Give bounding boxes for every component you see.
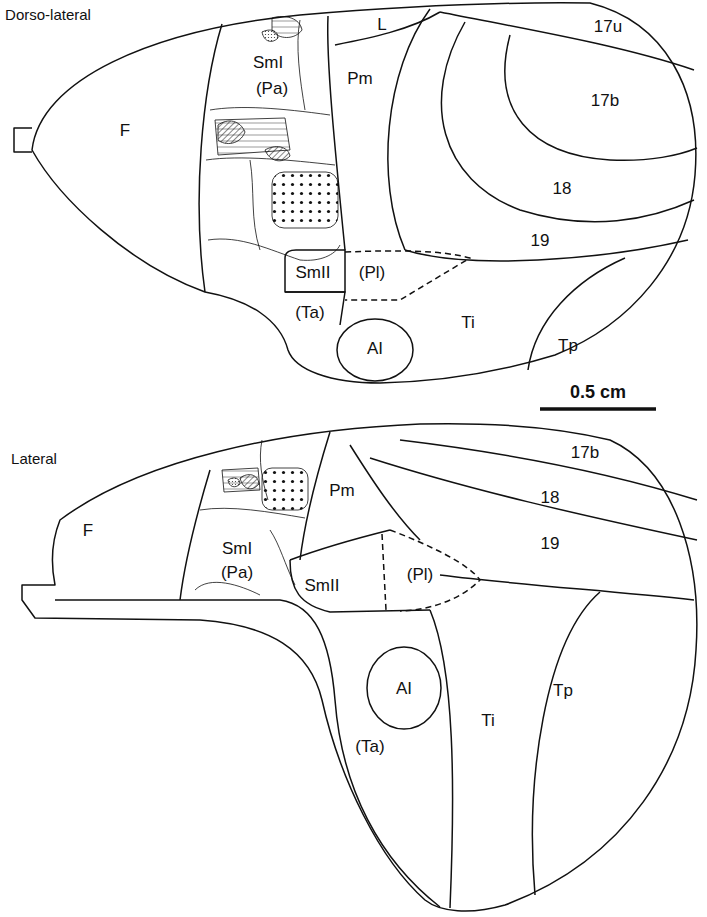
area-label: L bbox=[377, 16, 386, 33]
area-label: Ti bbox=[481, 712, 495, 729]
area-label: Tp bbox=[553, 682, 573, 699]
area-label: 19 bbox=[541, 535, 560, 552]
area-label: SmII bbox=[296, 264, 331, 281]
area-label: AI bbox=[367, 340, 383, 357]
area-label: Tp bbox=[558, 337, 578, 354]
area-label: (Ta) bbox=[295, 304, 324, 321]
view-title: Dorso-lateral bbox=[5, 7, 91, 22]
area-label: SmI bbox=[253, 54, 283, 71]
area-label: 18 bbox=[553, 180, 572, 197]
area-label: F bbox=[120, 122, 130, 139]
area-label: 17b bbox=[571, 444, 599, 461]
area-label: AI bbox=[396, 680, 412, 697]
area-label: (Pl) bbox=[359, 264, 385, 281]
area-label: F bbox=[83, 522, 93, 539]
area-label: 19 bbox=[531, 232, 550, 249]
area-label: 17u bbox=[594, 18, 622, 35]
scale-label: 0.5 cm bbox=[570, 383, 626, 401]
area-label: 18 bbox=[541, 489, 560, 506]
view-title: Lateral bbox=[11, 451, 57, 466]
area-label: SmII bbox=[305, 577, 340, 594]
area-label: (Pl) bbox=[407, 566, 433, 583]
area-label: (Pa) bbox=[221, 564, 253, 581]
area-label: Pm bbox=[347, 70, 373, 87]
area-label: Pm bbox=[329, 482, 355, 499]
area-label: 17b bbox=[591, 92, 619, 109]
area-label: SmI bbox=[222, 540, 252, 557]
area-label: (Pa) bbox=[256, 80, 288, 97]
area-label: Ti bbox=[461, 314, 475, 331]
area-label: (Ta) bbox=[355, 738, 384, 755]
